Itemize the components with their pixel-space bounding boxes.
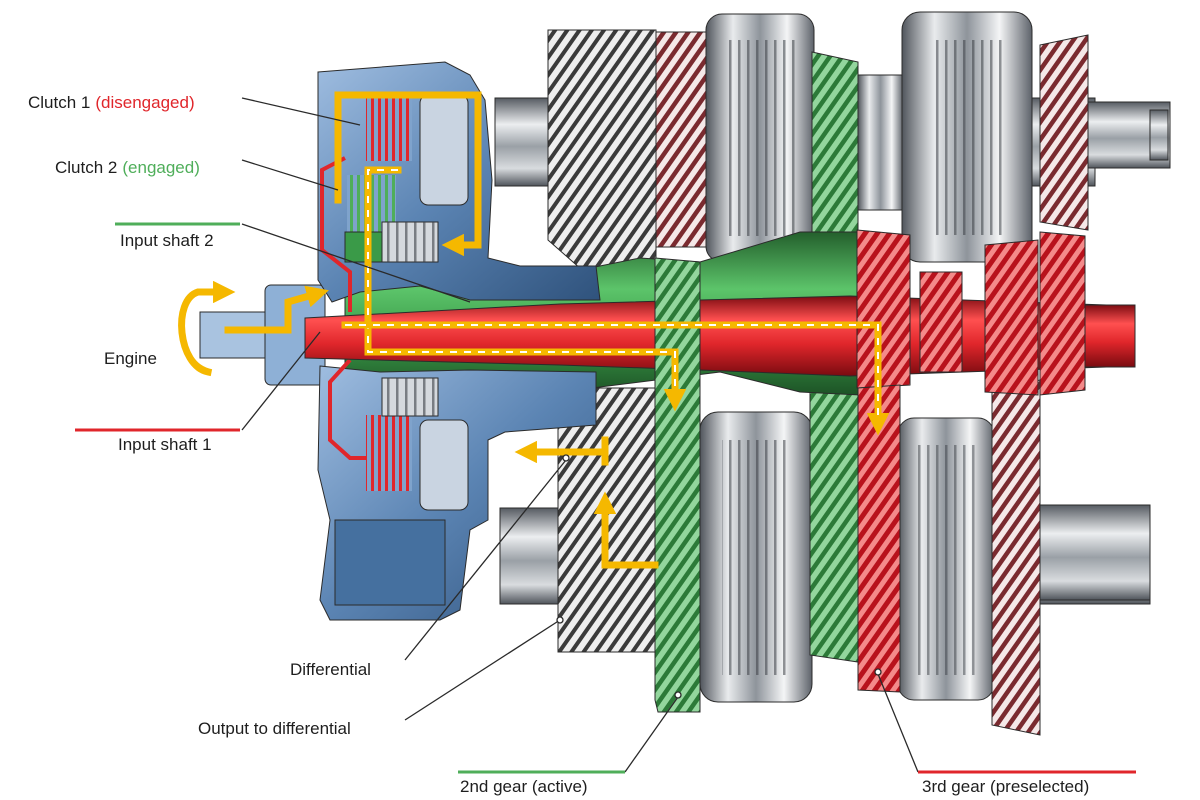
- clutch-1-drum-lower: [328, 358, 366, 460]
- 3rd-gear-leader: [877, 673, 919, 773]
- 3rd-gear-upper: [856, 229, 911, 389]
- housing-panel-lower: [419, 419, 469, 511]
- engine-to-clutch-arrow: [224, 285, 329, 334]
- clutch-1-drum-upper: [320, 156, 352, 312]
- output-hatched-gear: [557, 387, 663, 653]
- lower-synchronizer-1-teeth: [722, 440, 790, 675]
- lower-green-gear: [809, 379, 859, 663]
- 2nd-gear-output-arrow: [593, 491, 659, 569]
- differential-label: Differential: [290, 660, 371, 679]
- clutch-2-flow-dash: [367, 169, 676, 392]
- clutch-2-label: Clutch 2 (engaged): [55, 158, 200, 177]
- clutch-1-plates-upper: [366, 95, 412, 161]
- upper-maroon-gear: [655, 31, 707, 248]
- input-shaft-1-end: [1084, 304, 1136, 368]
- output-to-differential-label: Output to differential: [198, 719, 351, 738]
- red-hub: [919, 271, 963, 373]
- upper-synchronizer-2-teeth: [930, 40, 1002, 235]
- engine-input-stub: [199, 311, 273, 359]
- input-shaft-2-label: Input shaft 2: [120, 231, 214, 250]
- output-to-differential-leader: [404, 619, 561, 721]
- 3rd-gear-label: 3rd gear (preselected): [922, 777, 1089, 796]
- 2nd-gear-label: 2nd gear (active): [460, 777, 588, 796]
- upper-synchronizer-1-teeth: [724, 40, 796, 236]
- differential-leader: [404, 459, 567, 661]
- engine-label: Engine: [104, 349, 157, 368]
- housing-sump: [334, 519, 446, 606]
- clutch-housing: [199, 61, 601, 621]
- 3rd-gear-point: [874, 668, 882, 676]
- lower-layshaft-assembly: [499, 379, 1151, 736]
- clutch-1-plates-lower: [366, 415, 412, 491]
- lower-shaft-end: [1039, 504, 1151, 601]
- labels: Clutch 1 (disengaged) Clutch 2 (engaged) I…: [28, 93, 1089, 796]
- 3rd-gear-preselected: [857, 384, 901, 693]
- clutch-2-leader: [241, 159, 339, 191]
- power-flow-arrows: [178, 91, 890, 569]
- 2nd-gear-point: [674, 691, 682, 699]
- label-color-bars: [75, 222, 1136, 774]
- clutch-1-state: (disengaged): [95, 93, 194, 112]
- clutch-1-flow-arrow: [334, 91, 482, 257]
- clutch-2-state: (engaged): [122, 158, 200, 177]
- upper-green-gear: [811, 51, 859, 241]
- clutch-1-label: Clutch 1 (disengaged): [28, 93, 195, 112]
- engine-rotation-arrow: [178, 280, 236, 377]
- housing-panel-upper: [419, 94, 469, 206]
- input-shaft-1-leader: [241, 331, 321, 431]
- lower-maroon-gear: [991, 379, 1041, 736]
- lower-synchronizer-2-teeth: [915, 445, 975, 675]
- upper-hub: [857, 74, 904, 211]
- clutch-gear-lower-teeth: [382, 378, 438, 416]
- 2nd-gear-leader: [624, 696, 679, 773]
- input-shaft-2-leader: [241, 223, 471, 303]
- 2nd-gear-active: [654, 257, 701, 713]
- red-gear-1: [984, 239, 1039, 396]
- clutch-1-leader: [241, 97, 361, 126]
- input-shaft-1-flow-dash: [345, 324, 879, 416]
- output-point: [556, 616, 564, 624]
- leader-lines: [241, 97, 919, 773]
- input-shaft-1-assembly: [304, 229, 1136, 693]
- clutch-1-name: Clutch 1: [28, 93, 90, 112]
- clutch-gear-upper-teeth: [382, 222, 438, 262]
- red-gear-2: [1039, 231, 1086, 396]
- upper-maroon-gear-2: [1039, 34, 1089, 231]
- upper-hatched-gear: [547, 29, 657, 285]
- upper-shaft-cap: [1149, 109, 1169, 161]
- differential-point: [562, 454, 570, 462]
- upper-layshaft-assembly: [494, 11, 1171, 285]
- input-shaft-1-label: Input shaft 1: [118, 435, 212, 454]
- clutch-2-name: Clutch 2: [55, 158, 117, 177]
